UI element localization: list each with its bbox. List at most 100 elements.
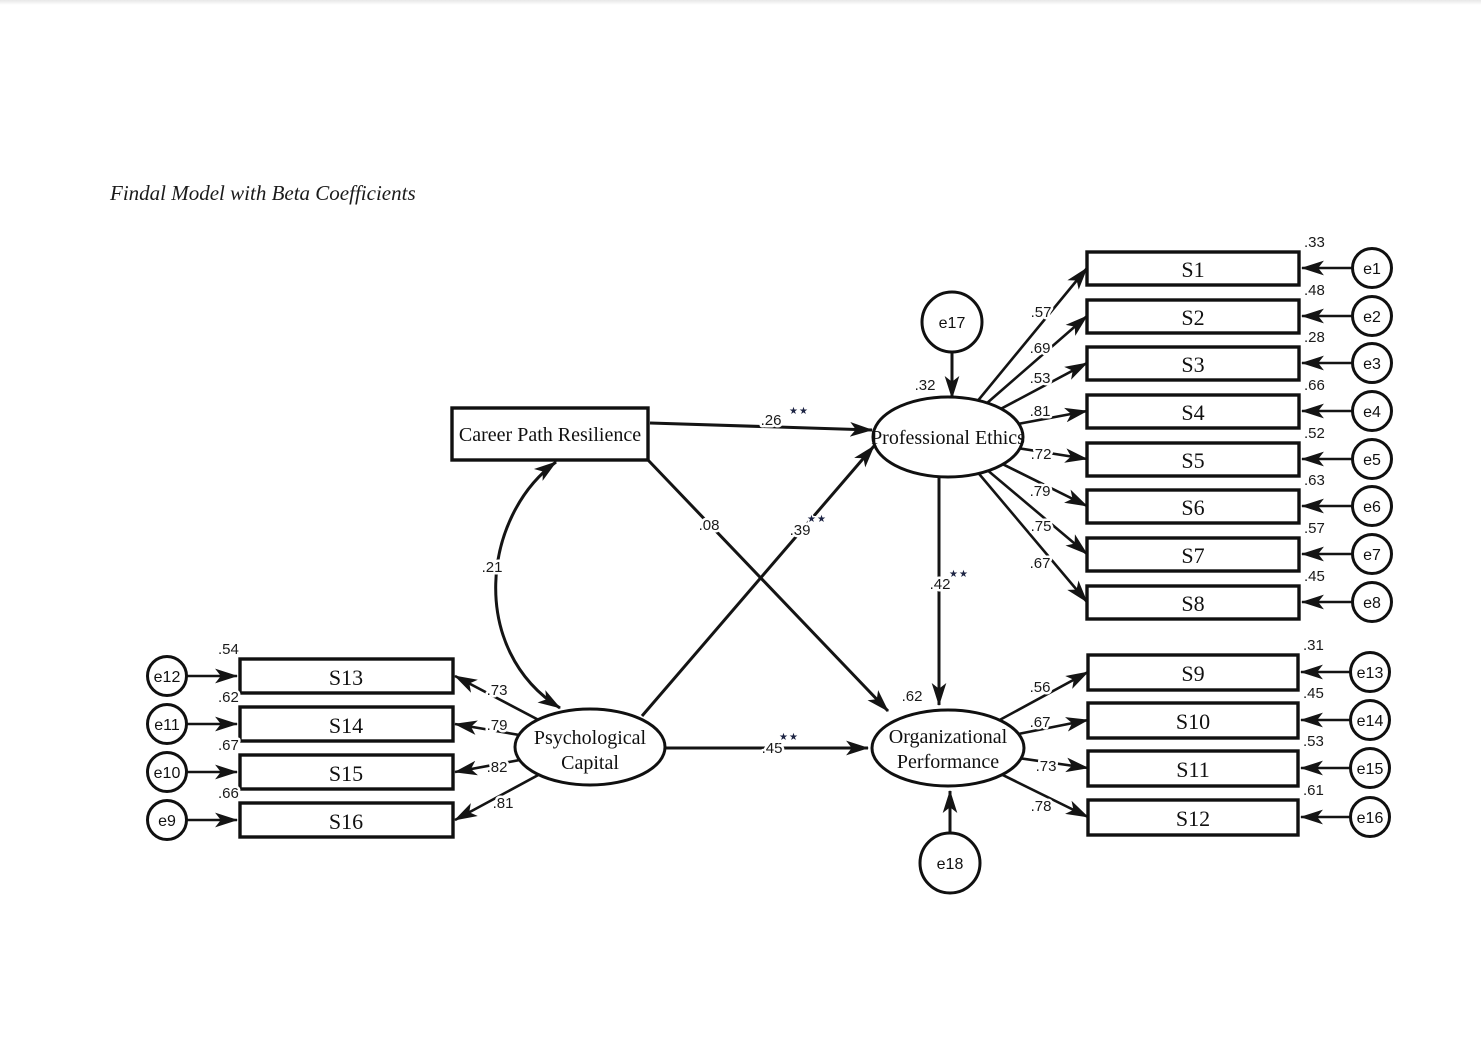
indicator-box-s7 bbox=[1085, 536, 1301, 573]
error-var-s12: .61 bbox=[1303, 782, 1324, 799]
error-circle-e16 bbox=[1349, 796, 1391, 838]
error-circle-e10 bbox=[146, 751, 188, 793]
latent-box-career-path-resilience bbox=[450, 406, 650, 462]
coef-cpr-to-pe: .26 bbox=[761, 412, 782, 429]
loading-s9: .56 bbox=[1030, 679, 1051, 696]
indicator-label-s8: S8 bbox=[1181, 591, 1204, 616]
indicator-label-s16: S16 bbox=[329, 809, 363, 834]
loading-s12: .78 bbox=[1031, 798, 1052, 815]
error-label-e17: e17 bbox=[939, 315, 966, 332]
coef-pe-to-op: .42 bbox=[930, 576, 951, 593]
indicator-box-s9 bbox=[1086, 653, 1300, 692]
error-label-e7: e7 bbox=[1363, 547, 1381, 564]
error-label-e2: e2 bbox=[1363, 309, 1381, 326]
error-var-s8: .45 bbox=[1304, 568, 1325, 585]
error-circle-e13 bbox=[1349, 651, 1391, 693]
indicator-label-s1: S1 bbox=[1181, 257, 1204, 282]
error-var-s7: .57 bbox=[1304, 520, 1325, 537]
coef-pc-to-pe: .39 bbox=[790, 522, 811, 539]
error-circle-e12 bbox=[146, 655, 188, 697]
sig-stars-pc-to-pe: ★★ bbox=[807, 514, 827, 525]
error-label-e8: e8 bbox=[1363, 595, 1381, 612]
indicator-box-s8 bbox=[1085, 584, 1301, 621]
error-label-e3: e3 bbox=[1363, 356, 1381, 373]
latent-label-professional-ethics: Professional Ethics bbox=[871, 427, 1025, 449]
indicator-label-s5: S5 bbox=[1181, 448, 1204, 473]
error-var-s11: .53 bbox=[1303, 733, 1324, 750]
indicator-label-s15: S15 bbox=[329, 761, 363, 786]
latent-ellipse-organizational-performance bbox=[870, 708, 1026, 788]
indicator-label-s6: S6 bbox=[1181, 495, 1204, 520]
indicator-box-s4 bbox=[1085, 393, 1301, 430]
error-circle-e11 bbox=[146, 703, 188, 745]
indicator-label-s13: S13 bbox=[329, 665, 363, 690]
indicator-label-s9: S9 bbox=[1181, 661, 1204, 686]
error-label-e18: e18 bbox=[937, 856, 964, 873]
loading-s13: .73 bbox=[487, 682, 508, 699]
indicator-box-s2 bbox=[1085, 298, 1301, 335]
indicator-box-s12 bbox=[1086, 798, 1300, 837]
error-label-e15: e15 bbox=[1357, 761, 1384, 778]
loading-s8: .67 bbox=[1030, 555, 1051, 572]
error-circle-e9 bbox=[146, 799, 188, 841]
loading-s15: .82 bbox=[487, 759, 508, 776]
error-label-e14: e14 bbox=[1357, 713, 1384, 730]
sig-stars-cpr-to-pe: ★★ bbox=[789, 406, 809, 417]
latent-ellipse-psychological-capital bbox=[513, 707, 667, 787]
error-var-s13: .54 bbox=[218, 641, 239, 658]
coef-cpr-to-op: .08 bbox=[699, 517, 720, 534]
labels-layer: Findal Model with Beta Coefficients Care… bbox=[109, 181, 1383, 873]
loading-s14: .79 bbox=[487, 717, 508, 734]
r2-label-organizational-performance: .62 bbox=[902, 688, 923, 705]
loading-s10: .67 bbox=[1030, 714, 1051, 731]
error-label-e9: e9 bbox=[158, 813, 176, 830]
error-circle-e18 bbox=[918, 831, 982, 895]
indicator-box-s1 bbox=[1085, 250, 1301, 287]
loading-s2: .69 bbox=[1030, 340, 1051, 357]
path-arrow-pc-to-pe bbox=[640, 445, 876, 717]
error-circle-e14 bbox=[1349, 699, 1391, 741]
error-label-e10: e10 bbox=[154, 765, 181, 782]
indicator-box-s10 bbox=[1086, 701, 1300, 740]
error-circle-e4 bbox=[1351, 390, 1393, 432]
latent-label-psychological-capital-line2: Capital bbox=[561, 752, 619, 774]
sig-stars-pe-to-op: ★★ bbox=[949, 569, 969, 580]
indicator-box-s11 bbox=[1086, 749, 1300, 788]
error-circle-e1 bbox=[1351, 247, 1393, 289]
latent-label-psychological-capital-line1: Psychological bbox=[534, 727, 647, 749]
indicator-label-s12: S12 bbox=[1176, 806, 1210, 831]
loading-s4: .81 bbox=[1030, 403, 1051, 420]
indicator-label-s3: S3 bbox=[1181, 352, 1204, 377]
error-label-e13: e13 bbox=[1357, 665, 1384, 682]
coef-pc-to-op: .45 bbox=[762, 740, 783, 757]
r2-label-professional-ethics: .32 bbox=[915, 377, 936, 394]
loading-s16: .81 bbox=[493, 795, 514, 812]
error-circle-e7 bbox=[1351, 533, 1393, 575]
indicator-box-s15 bbox=[238, 753, 455, 791]
latent-ellipse-professional-ethics bbox=[871, 395, 1025, 479]
path-arrow-cpr-to-op bbox=[646, 458, 890, 713]
error-var-s5: .52 bbox=[1304, 425, 1325, 442]
error-var-s9: .31 bbox=[1303, 637, 1324, 654]
path-arrow-cpr-to-pe bbox=[649, 421, 874, 437]
sig-stars-pc-to-op: ★★ bbox=[779, 732, 799, 743]
covariance-arrow-cpr-pc bbox=[494, 460, 561, 710]
page-top-shadow bbox=[0, 0, 1481, 5]
indicator-box-s13 bbox=[238, 657, 455, 695]
error-var-s15: .67 bbox=[218, 737, 239, 754]
error-var-s14: .62 bbox=[218, 689, 239, 706]
error-circle-e6 bbox=[1351, 485, 1393, 527]
error-label-e6: e6 bbox=[1363, 499, 1381, 516]
error-var-s4: .66 bbox=[1304, 377, 1325, 394]
latent-label-career-path-resilience: Career Path Resilience bbox=[459, 424, 641, 446]
error-label-e1: e1 bbox=[1363, 261, 1381, 278]
error-var-s2: .48 bbox=[1304, 282, 1325, 299]
error-circle-e15 bbox=[1349, 747, 1391, 789]
indicator-box-s3 bbox=[1085, 345, 1301, 382]
latent-label-organizational-performance-line1: Organizational bbox=[889, 726, 1008, 748]
error-circle-e2 bbox=[1351, 295, 1393, 337]
indicator-box-s6 bbox=[1085, 488, 1301, 525]
indicator-box-s16 bbox=[238, 801, 455, 839]
